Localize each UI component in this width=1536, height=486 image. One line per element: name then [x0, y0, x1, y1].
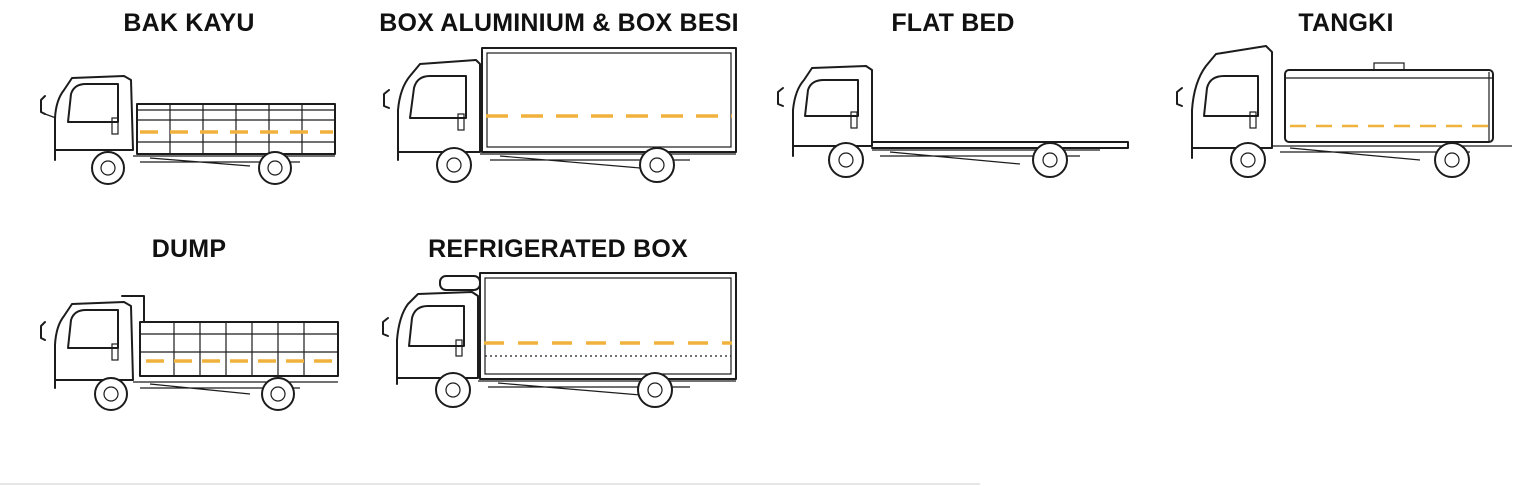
chassis	[828, 142, 1100, 178]
truck-title-bak-kayu: BAK KAYU	[123, 9, 255, 37]
chassis	[1230, 142, 1512, 178]
truck-title-refrigerated-box: REFRIGERATED BOX	[428, 235, 688, 263]
truck-title-tangki: TANGKI	[1298, 9, 1394, 37]
truck-title-dump: DUMP	[151, 235, 227, 263]
cab	[777, 65, 873, 157]
truck-title-flat-bed: FLAT BED	[891, 9, 1015, 37]
cab	[40, 75, 134, 161]
chassis	[94, 377, 338, 411]
cab	[382, 291, 479, 385]
dump-bed	[121, 295, 339, 377]
tank-body	[1284, 62, 1494, 143]
refrigeration-unit	[439, 275, 481, 291]
cab	[40, 301, 134, 389]
bottom-divider	[0, 483, 980, 485]
cab	[383, 59, 481, 161]
chassis	[436, 147, 736, 183]
flat-bed-platform	[871, 141, 1129, 149]
cab	[1176, 45, 1273, 159]
truck-title-box-aluminium: BOX ALUMINIUM & BOX BESI	[379, 9, 739, 37]
wooden-cargo-bed	[136, 103, 336, 155]
refrigerated-box-body	[479, 272, 737, 380]
closed-box-body	[481, 47, 737, 153]
chassis	[435, 372, 736, 408]
chassis	[91, 151, 335, 185]
